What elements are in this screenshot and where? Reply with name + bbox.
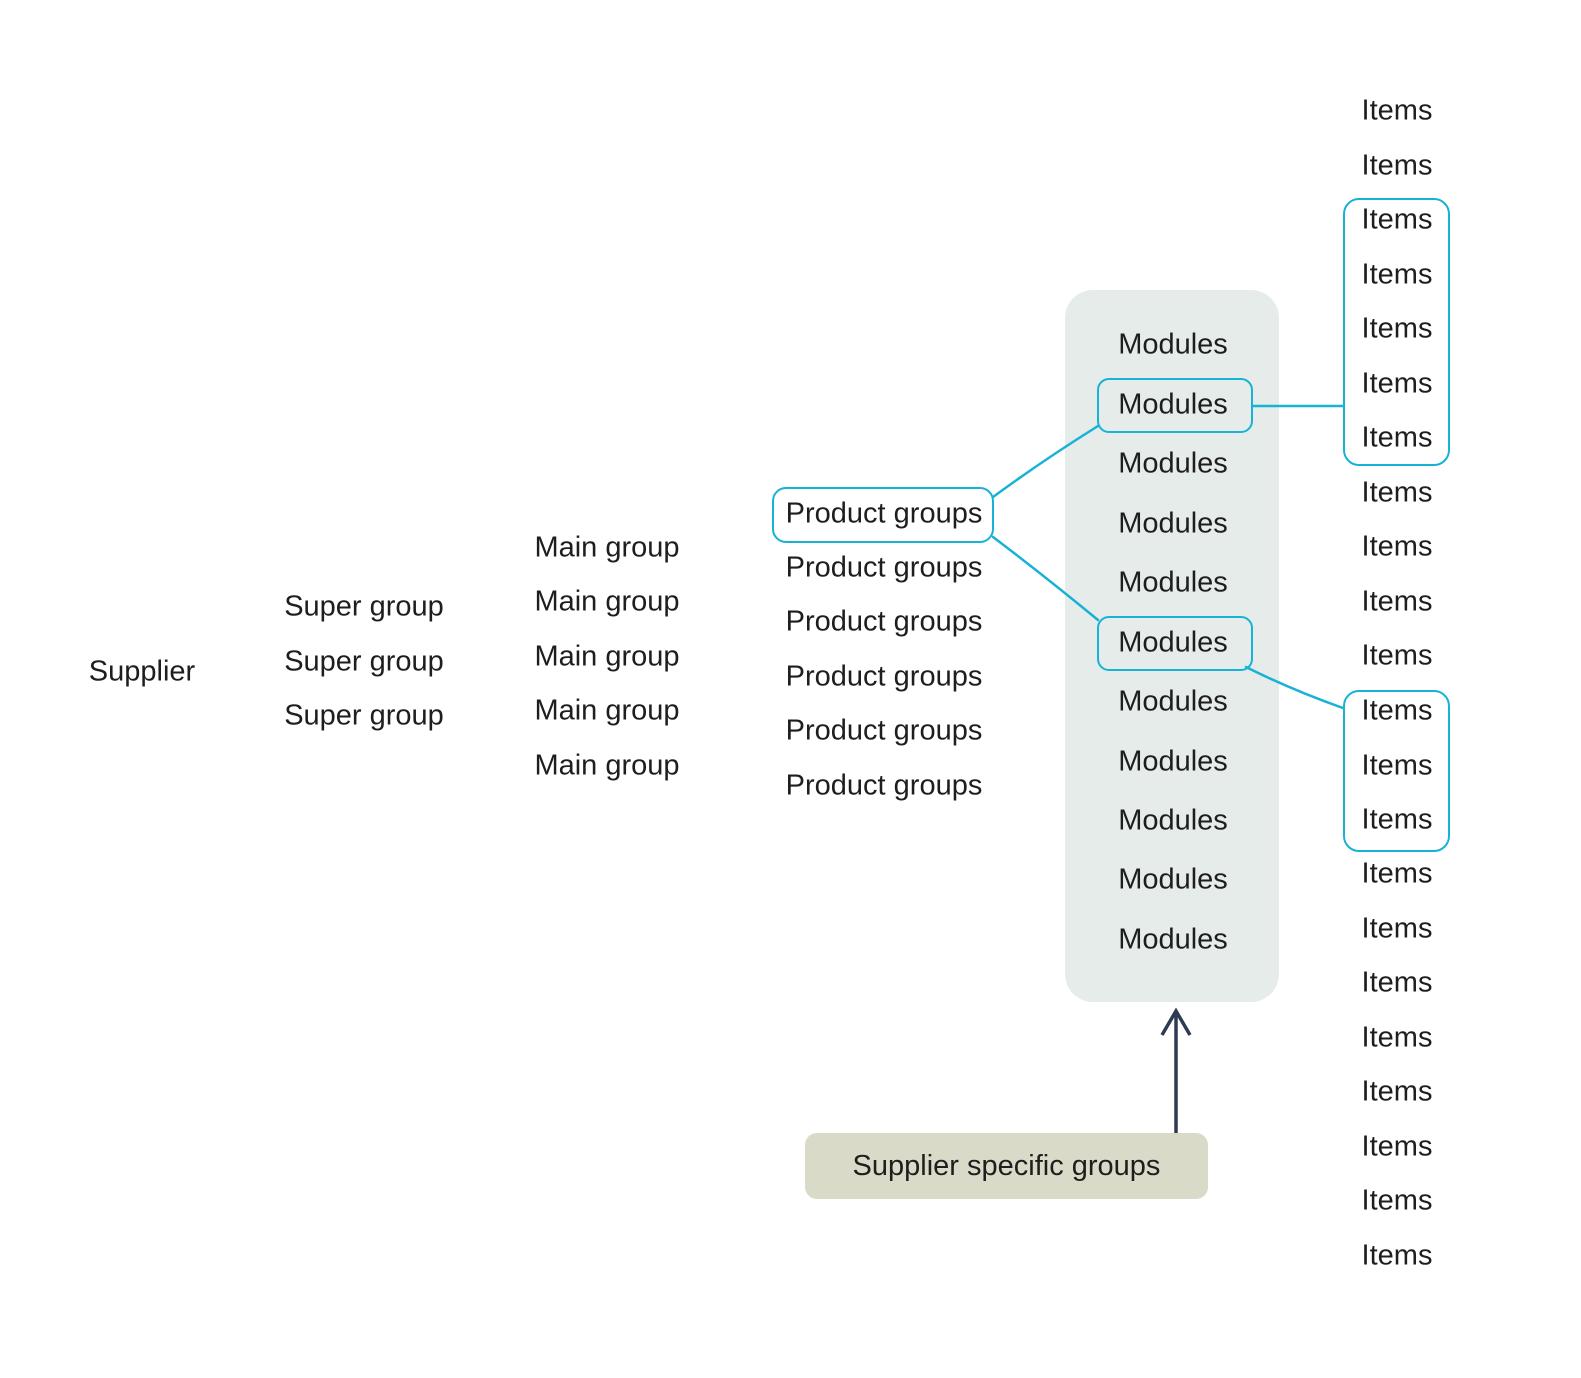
node-modules-6: Modules [1118, 626, 1228, 659]
supplier-specific-arrow [1160, 1007, 1192, 1133]
node-items-11: Items [1361, 639, 1433, 672]
items-group-highlight-box-2 [1343, 690, 1450, 852]
node-items-19: Items [1361, 1075, 1433, 1108]
node-items-12: Items [1361, 694, 1433, 727]
node-product-groups-5: Product groups [785, 714, 983, 747]
node-items-9: Items [1361, 530, 1433, 563]
node-modules-11: Modules [1118, 923, 1228, 956]
supplier-specific-groups-callout: Supplier specific groups [805, 1133, 1208, 1199]
node-items-16: Items [1361, 912, 1433, 945]
node-product-groups-2: Product groups [785, 551, 983, 584]
node-modules-2: Modules [1118, 388, 1228, 421]
node-main-group-5: Main group [534, 749, 680, 782]
supplier-specific-groups-label: Supplier specific groups [852, 1149, 1161, 1182]
node-items-18: Items [1361, 1021, 1433, 1054]
node-modules-5: Modules [1118, 566, 1228, 599]
node-items-14: Items [1361, 803, 1433, 836]
node-modules-4: Modules [1118, 507, 1228, 540]
node-super-group-3: Super group [284, 699, 444, 732]
node-items-20: Items [1361, 1130, 1433, 1163]
node-items-10: Items [1361, 585, 1433, 618]
node-super-group-2: Super group [284, 645, 444, 678]
node-items-13: Items [1361, 749, 1433, 782]
node-super-group-1: Super group [284, 590, 444, 623]
node-product-groups-1: Product groups [785, 497, 983, 530]
node-items-8: Items [1361, 476, 1433, 509]
modules-highlight-box-2 [1097, 616, 1253, 671]
node-main-group-2: Main group [534, 585, 680, 618]
node-items-7: Items [1361, 421, 1433, 454]
modules-highlight-box-1 [1097, 378, 1253, 433]
node-items-1: Items [1361, 94, 1433, 127]
node-product-groups-4: Product groups [785, 660, 983, 693]
node-modules-1: Modules [1118, 328, 1228, 361]
node-modules-9: Modules [1118, 804, 1228, 837]
node-product-groups-6: Product groups [785, 769, 983, 802]
node-items-2: Items [1361, 149, 1433, 182]
modules-panel [1065, 290, 1279, 1002]
node-modules-3: Modules [1118, 447, 1228, 480]
node-product-groups-3: Product groups [785, 605, 983, 638]
node-main-group-3: Main group [534, 640, 680, 673]
items-group-highlight-box-1 [1343, 198, 1450, 466]
product-groups-highlight-box [772, 487, 994, 543]
node-items-22: Items [1361, 1239, 1433, 1272]
node-modules-7: Modules [1118, 685, 1228, 718]
node-main-group-4: Main group [534, 694, 680, 727]
node-items-17: Items [1361, 966, 1433, 999]
node-supplier: Supplier [88, 655, 196, 688]
arrow-head-icon [1160, 1007, 1192, 1036]
node-items-3: Items [1361, 203, 1433, 236]
node-modules-8: Modules [1118, 745, 1228, 778]
node-modules-10: Modules [1118, 863, 1228, 896]
node-items-4: Items [1361, 258, 1433, 291]
node-items-15: Items [1361, 857, 1433, 890]
node-main-group-1: Main group [534, 531, 680, 564]
node-items-5: Items [1361, 312, 1433, 345]
node-items-21: Items [1361, 1184, 1433, 1217]
node-items-6: Items [1361, 367, 1433, 400]
